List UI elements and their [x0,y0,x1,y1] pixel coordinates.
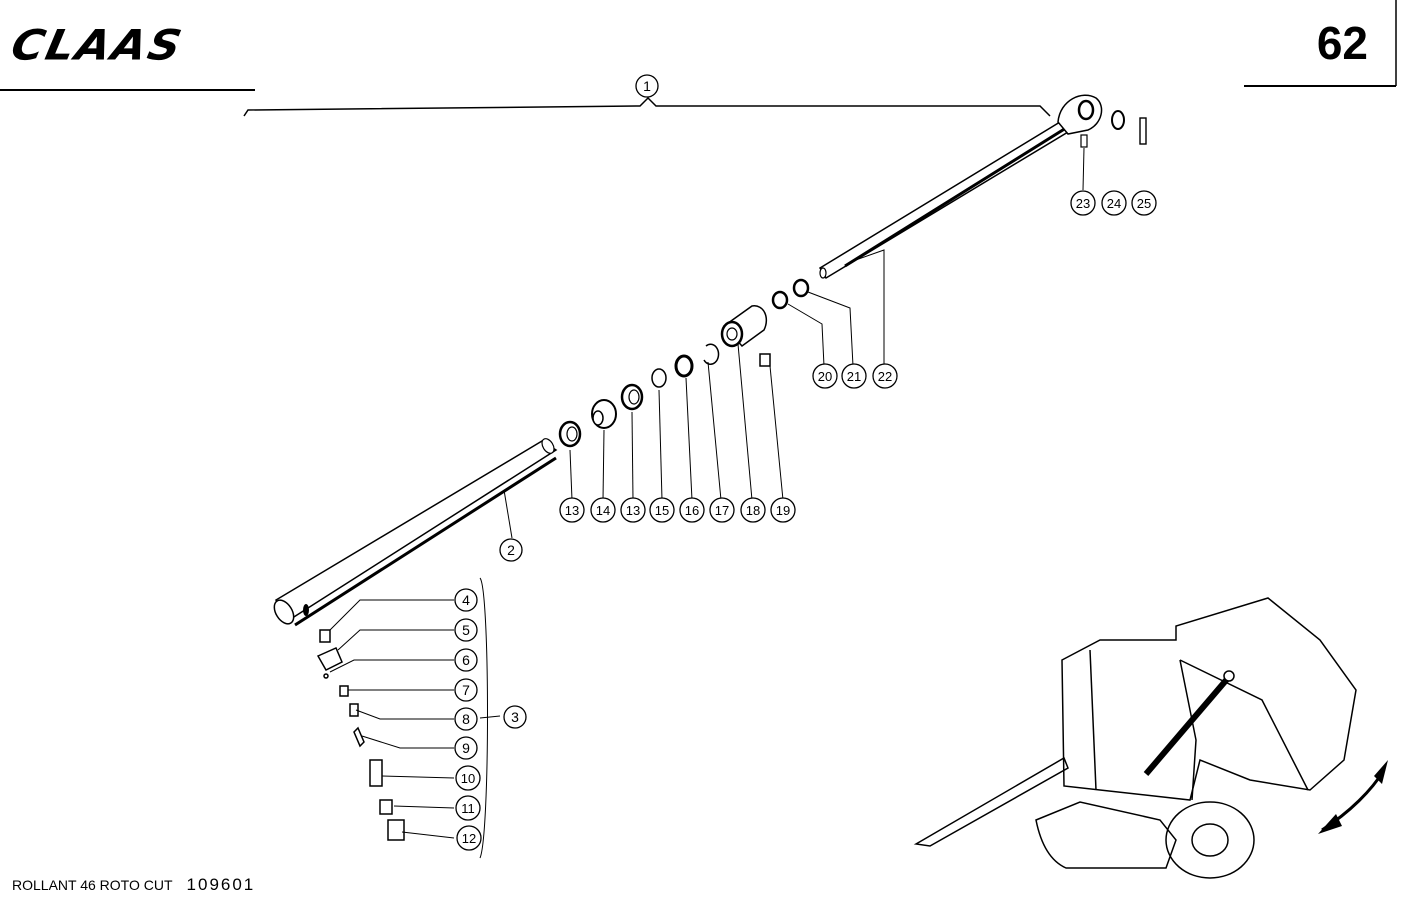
callout-4: 4 [454,588,478,612]
callout-5: 5 [454,618,478,642]
callout-6: 6 [454,648,478,672]
svg-text:16: 16 [685,503,699,518]
callout-7: 7 [454,678,478,702]
model-name: ROLLANT 46 ROTO CUT [12,877,173,893]
pin-part [1139,117,1147,145]
callout-9: 9 [454,736,478,760]
svg-text:18: 18 [746,503,760,518]
fitting-parts-stack [316,629,405,841]
svg-text:12: 12 [462,831,476,846]
callout-8: 8 [454,707,478,731]
callout-17: 17 [709,497,735,523]
callout-18: 18 [740,497,766,523]
callout-15: 15 [649,497,675,523]
callout-20: 20 [812,363,838,389]
svg-text:10: 10 [461,771,475,786]
callout-10: 10 [455,765,481,791]
rod-eye [1057,94,1103,148]
svg-text:13: 13 [565,503,579,518]
callout-22: 22 [872,363,898,389]
svg-text:24: 24 [1107,196,1121,211]
callout-14: 14 [590,497,616,523]
svg-text:22: 22 [878,369,892,384]
svg-text:4: 4 [462,592,470,608]
cylinder-barrel [273,438,558,627]
svg-text:14: 14 [596,503,610,518]
callout-24: 24 [1101,190,1127,216]
svg-text:9: 9 [462,740,470,756]
callout-12: 12 [456,825,482,851]
svg-text:11: 11 [461,801,475,816]
cylinder-head [720,305,771,367]
svg-text:25: 25 [1137,196,1151,211]
callout-13a: 13 [559,497,585,523]
page-number: 62 [1316,17,1368,69]
washer-part [1111,110,1125,130]
callout-2: 2 [499,538,523,562]
svg-text:13: 13 [626,503,640,518]
callout-19: 19 [770,497,796,523]
callout-21: 21 [841,363,867,389]
baler-overview-inset [913,597,1388,879]
svg-text:1: 1 [643,78,651,94]
svg-text:7: 7 [462,682,470,698]
callout-11: 11 [455,795,481,821]
piston-rod [818,121,1070,280]
drawing-number: 109601 [186,875,256,894]
callout-1: 1 [635,74,659,98]
svg-text:23: 23 [1076,196,1090,211]
svg-text:3: 3 [511,709,519,725]
guide-ring [792,278,810,298]
svg-text:6: 6 [462,652,470,668]
svg-text:15: 15 [655,503,669,518]
seal-parts [558,343,720,448]
svg-text:17: 17 [715,503,729,518]
callout-16: 16 [679,497,705,523]
callout-balloons: 1 2 3 4 5 6 7 8 9 10 11 12 13 14 13 15 1… [454,74,1157,851]
svg-text:2: 2 [507,542,515,558]
callout-13b: 13 [620,497,646,523]
callout-3: 3 [503,705,527,729]
callout-25: 25 [1131,190,1157,216]
assembly-bracket [243,96,1051,117]
svg-text:21: 21 [847,369,861,384]
svg-text:5: 5 [462,622,470,638]
svg-text:20: 20 [818,369,832,384]
leader-lines [329,147,1085,859]
svg-text:19: 19 [776,503,790,518]
footer-caption: ROLLANT 46 ROTO CUT 109601 [12,876,255,893]
callout-23: 23 [1070,190,1096,216]
svg-text:8: 8 [462,711,470,727]
wiper-ring [771,290,789,310]
